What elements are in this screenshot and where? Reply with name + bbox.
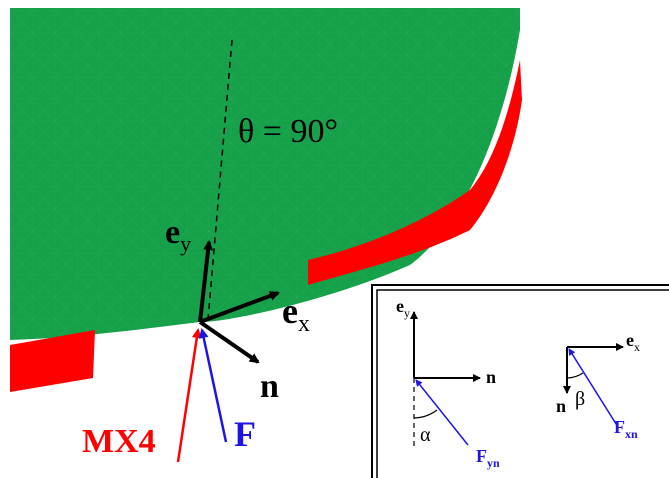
f-force-arrow — [198, 328, 228, 443]
inset-fyn-arrow — [415, 379, 469, 446]
alpha-label: α — [420, 424, 431, 446]
inset-panel: ey n α Fyn ex n β Fxn — [371, 284, 669, 478]
fyn-label: Fyn — [476, 446, 500, 470]
inset-ey-label: ey — [396, 296, 410, 320]
mx4-force-arrow — [176, 328, 202, 463]
ey-arrow — [198, 240, 214, 323]
n-arrow — [198, 320, 260, 364]
ex-label: ex — [282, 291, 310, 337]
inset-n-label-right: n — [556, 396, 566, 416]
f-label: F — [234, 414, 256, 454]
alpha-arc — [413, 409, 438, 419]
ey-label: ey — [165, 214, 191, 256]
n-label: n — [260, 368, 279, 405]
inset-ex-label: ex — [626, 330, 640, 354]
fxn-label: Fxn — [614, 417, 638, 441]
theta-label: θ = 90° — [238, 113, 338, 150]
beta-arc — [566, 372, 584, 379]
beta-label: β — [575, 388, 585, 410]
ex-arrow — [199, 291, 280, 324]
inset-n-label-left: n — [486, 367, 496, 387]
theta-dashed-line — [207, 39, 233, 321]
mx4-label: MX4 — [82, 423, 156, 460]
inset-fxn-arrow — [568, 348, 619, 428]
red-band — [10, 60, 522, 392]
